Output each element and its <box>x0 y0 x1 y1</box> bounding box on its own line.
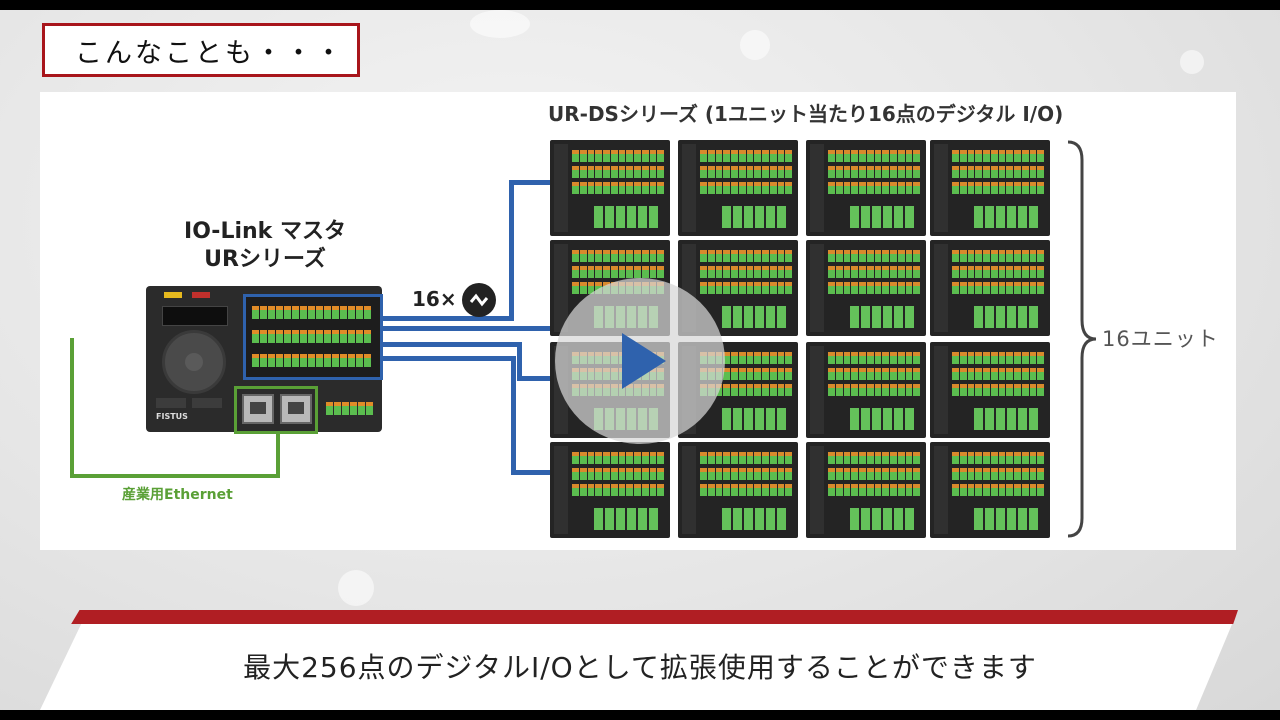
ur-ds-unit <box>806 342 926 438</box>
io-link-wire <box>383 316 511 321</box>
io-link-wire <box>383 326 551 331</box>
terminal-row <box>252 306 371 319</box>
brace-icon <box>1067 140 1097 538</box>
master-label-line1: IO-Link マスタ <box>184 219 346 244</box>
slide-heading: こんなことも・・・ <box>42 23 360 77</box>
ur-ds-unit <box>930 240 1050 336</box>
dpad-icon <box>162 330 226 394</box>
terminal-row <box>252 354 371 367</box>
play-icon <box>622 333 666 389</box>
status-led <box>164 292 182 298</box>
terminal-row <box>252 330 371 343</box>
terminal-row <box>326 402 373 415</box>
ethernet-line <box>276 432 280 478</box>
device-brand: FISTUS <box>156 412 188 421</box>
ethernet-label: 産業用Ethernet <box>122 487 233 503</box>
ur-ds-unit <box>806 140 926 236</box>
alarm-led <box>192 292 210 298</box>
ur-ds-unit <box>930 342 1050 438</box>
device-display <box>162 306 228 326</box>
ur-ds-unit <box>806 442 926 538</box>
io-link-wire <box>383 342 519 347</box>
units-label: 16ユニット <box>1102 327 1219 351</box>
bg-decoration <box>338 570 374 606</box>
io-link-wire <box>509 180 551 185</box>
ur-ds-unit <box>930 140 1050 236</box>
ur-ds-unit <box>550 140 670 236</box>
caption: 最大256点のデジタルI/Oとして拡張使用することができます <box>243 651 1037 684</box>
io-link-wire <box>511 470 551 475</box>
ur-ds-unit <box>806 240 926 336</box>
io-link-symbol-icon <box>462 283 496 317</box>
play-button[interactable] <box>555 278 725 444</box>
ethernet-port <box>242 394 274 424</box>
io-link-port-highlight <box>243 294 383 380</box>
io-link-wire <box>509 180 514 321</box>
io-link-wire <box>517 376 551 381</box>
io-link-wire <box>511 356 516 473</box>
ur-ds-unit <box>550 442 670 538</box>
bg-decoration <box>740 30 770 60</box>
series-title: UR-DSシリーズ (1ユニット当たり16点のデジタル I/O) <box>548 102 1064 126</box>
ethernet-port-highlight <box>234 386 318 434</box>
bg-decoration <box>470 10 530 38</box>
caption-accent <box>71 610 1238 624</box>
ethernet-line <box>70 338 74 478</box>
caption-band <box>40 610 1238 710</box>
ur-ds-unit <box>930 442 1050 538</box>
master-label-line2: URシリーズ <box>204 247 326 272</box>
master-label: IO-Link マスタ URシリーズ <box>170 218 360 274</box>
enter-key <box>192 398 222 408</box>
ethernet-line <box>70 474 280 478</box>
io-link-wire <box>383 356 513 361</box>
ur-ds-unit <box>678 442 798 538</box>
cancel-key <box>156 398 186 408</box>
io-link-wire <box>517 342 522 380</box>
ur-ds-unit <box>678 140 798 236</box>
ethernet-port <box>280 394 312 424</box>
connection-count: 16× <box>412 287 457 311</box>
bg-decoration <box>1180 50 1204 74</box>
